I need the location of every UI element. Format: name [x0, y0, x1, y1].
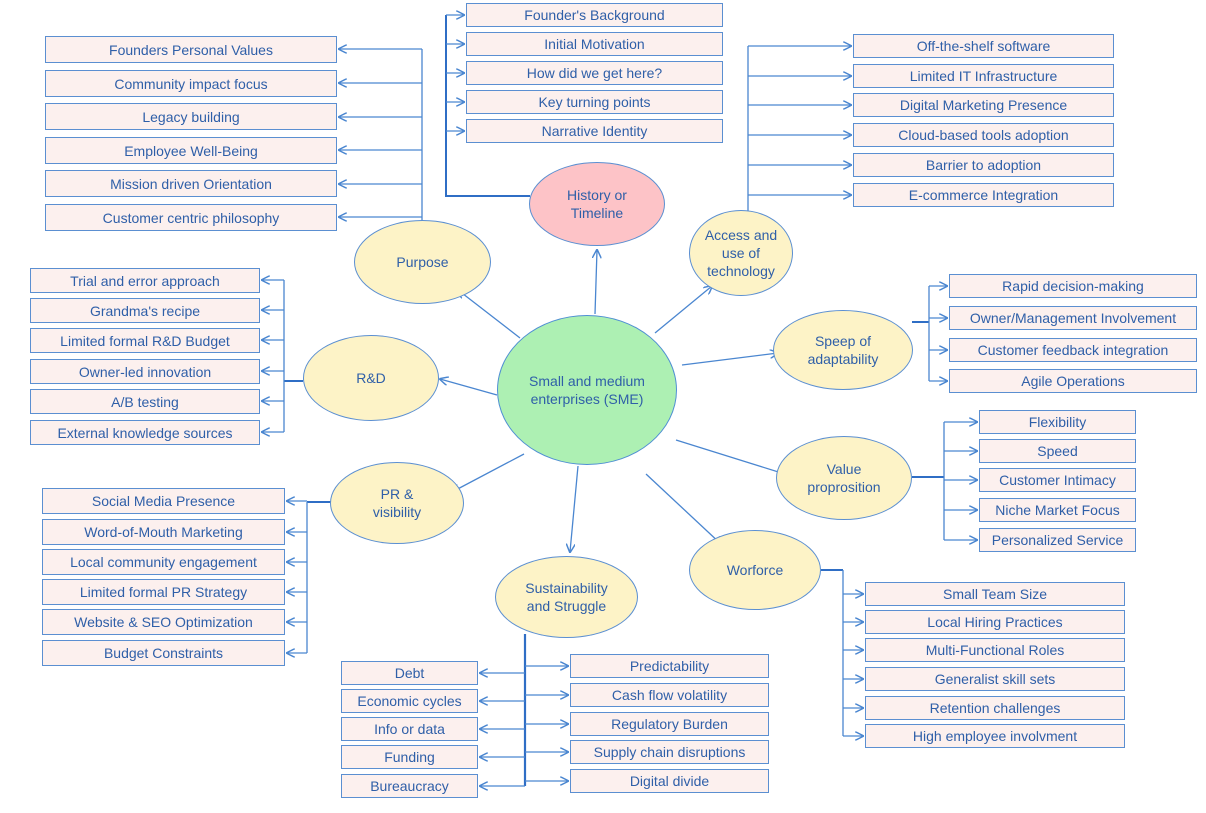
- workforce-item[interactable]: High employee involvment: [865, 724, 1125, 748]
- workforce-item[interactable]: Retention challenges: [865, 696, 1125, 720]
- rnd-item[interactable]: Owner-led innovation: [30, 359, 260, 384]
- technology-item[interactable]: Cloud-based tools adoption: [853, 123, 1114, 147]
- branch-adaptability[interactable]: Speep of adaptability: [773, 310, 913, 390]
- sustainability-item[interactable]: Digital divide: [570, 769, 769, 793]
- rnd-item[interactable]: A/B testing: [30, 389, 260, 414]
- value-item[interactable]: Niche Market Focus: [979, 498, 1136, 522]
- adaptability-item[interactable]: Agile Operations: [949, 369, 1197, 393]
- value-item[interactable]: Flexibility: [979, 410, 1136, 434]
- center-arrow: [675, 439, 788, 475]
- purpose-item[interactable]: Legacy building: [45, 103, 337, 130]
- history-item[interactable]: Founder's Background: [466, 3, 723, 27]
- technology-item[interactable]: E-commerce Integration: [853, 183, 1114, 207]
- branch-sustainability[interactable]: Sustainability and Struggle: [495, 556, 638, 638]
- sustainability-item[interactable]: Cash flow volatility: [570, 683, 769, 707]
- pr-item[interactable]: Word-of-Mouth Marketing: [42, 519, 285, 545]
- history-item[interactable]: How did we get here?: [466, 61, 723, 85]
- branch-pr-visibility[interactable]: PR & visibility: [330, 462, 464, 544]
- technology-item[interactable]: Limited IT Infrastructure: [853, 64, 1114, 88]
- purpose-item[interactable]: Founders Personal Values: [45, 36, 337, 63]
- pr-item[interactable]: Website & SEO Optimization: [42, 609, 285, 635]
- rnd-item[interactable]: Trial and error approach: [30, 268, 260, 293]
- pr-item[interactable]: Local community engagement: [42, 549, 285, 575]
- branch-workforce[interactable]: Worforce: [689, 530, 821, 610]
- adaptability-item[interactable]: Owner/Management Involvement: [949, 306, 1197, 330]
- sustainability-item[interactable]: Predictability: [570, 654, 769, 678]
- workforce-item[interactable]: Multi-Functional Roles: [865, 638, 1125, 662]
- pr-item[interactable]: Social Media Presence: [42, 488, 285, 514]
- adaptability-item[interactable]: Rapid decision-making: [949, 274, 1197, 298]
- center-arrow: [458, 290, 521, 339]
- center-node[interactable]: Small and medium enterprises (SME): [497, 315, 677, 465]
- history-trunk: [445, 15, 530, 197]
- pr-item[interactable]: Limited formal PR Strategy: [42, 579, 285, 605]
- center-arrow: [645, 473, 722, 545]
- sustainability-item[interactable]: Info or data: [341, 717, 478, 741]
- branch-history[interactable]: History or Timeline: [529, 162, 665, 246]
- center-arrow: [570, 465, 579, 552]
- center-arrow: [452, 453, 525, 492]
- purpose-item[interactable]: Customer centric philosophy: [45, 204, 337, 231]
- branch-rnd[interactable]: R&D: [303, 335, 439, 421]
- sustainability-item[interactable]: Bureaucracy: [341, 774, 478, 798]
- purpose-item[interactable]: Mission driven Orientation: [45, 170, 337, 197]
- value-item[interactable]: Personalized Service: [979, 528, 1136, 552]
- workforce-item[interactable]: Small Team Size: [865, 582, 1125, 606]
- technology-item[interactable]: Digital Marketing Presence: [853, 93, 1114, 117]
- sustainability-item[interactable]: Economic cycles: [341, 689, 478, 713]
- branch-purpose[interactable]: Purpose: [354, 220, 491, 304]
- history-item[interactable]: Narrative Identity: [466, 119, 723, 143]
- center-arrow: [654, 286, 712, 334]
- workforce-item[interactable]: Local Hiring Practices: [865, 610, 1125, 634]
- purpose-item[interactable]: Community impact focus: [45, 70, 337, 97]
- history-item[interactable]: Key turning points: [466, 90, 723, 114]
- branch-technology[interactable]: Access and use of technology: [689, 210, 793, 296]
- purpose-item[interactable]: Employee Well-Being: [45, 137, 337, 164]
- sustainability-item[interactable]: Funding: [341, 745, 478, 769]
- rnd-item[interactable]: Limited formal R&D Budget: [30, 328, 260, 353]
- branch-value-proposition[interactable]: Value proprosition: [776, 436, 912, 520]
- history-item[interactable]: Initial Motivation: [466, 32, 723, 56]
- center-arrow: [595, 250, 597, 315]
- rnd-item[interactable]: External knowledge sources: [30, 420, 260, 445]
- sustainability-item[interactable]: Debt: [341, 661, 478, 685]
- value-item[interactable]: Customer Intimacy: [979, 468, 1136, 492]
- technology-item[interactable]: Off-the-shelf software: [853, 34, 1114, 58]
- sustainability-item[interactable]: Supply chain disruptions: [570, 740, 769, 764]
- adaptability-item[interactable]: Customer feedback integration: [949, 338, 1197, 362]
- workforce-item[interactable]: Generalist skill sets: [865, 667, 1125, 691]
- sustainability-item[interactable]: Regulatory Burden: [570, 712, 769, 736]
- technology-item[interactable]: Barrier to adoption: [853, 153, 1114, 177]
- rnd-item[interactable]: Grandma's recipe: [30, 298, 260, 323]
- pr-item[interactable]: Budget Constraints: [42, 640, 285, 666]
- center-arrow: [440, 379, 498, 396]
- value-item[interactable]: Speed: [979, 439, 1136, 463]
- center-arrow: [681, 353, 778, 366]
